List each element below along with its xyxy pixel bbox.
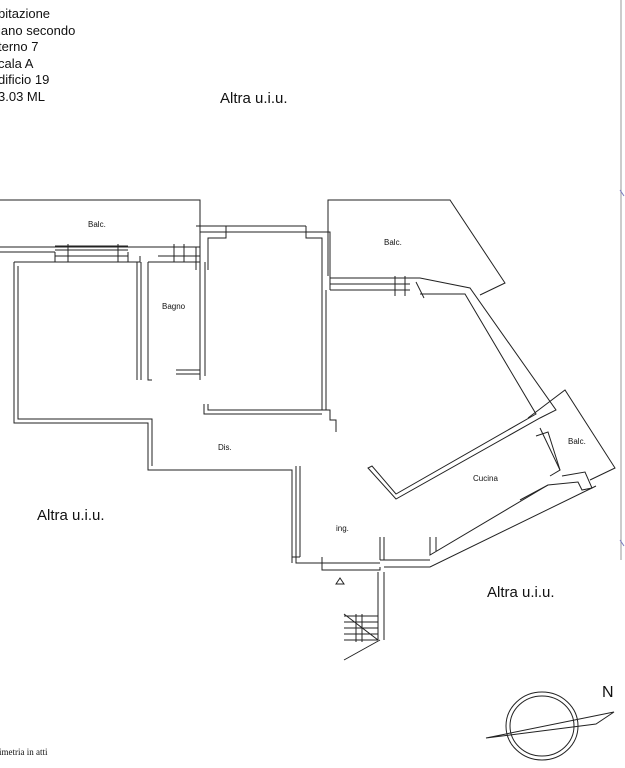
room-label-balcony-2: Balc. (384, 238, 402, 247)
room-label-balcony-1: Balc. (88, 220, 106, 229)
north-label: N (602, 684, 614, 701)
north-compass-icon (485, 691, 615, 761)
unit-info-block: bitazione iano secondo terno 7 cala A di… (0, 6, 75, 105)
footer-note: imetria in atti (0, 747, 48, 757)
info-line-6: 3.03 ML (0, 88, 45, 104)
room-label-bathroom: Bagno (162, 302, 186, 311)
balcony-1-outline (0, 199, 201, 226)
entrance-arrow-icon (335, 577, 345, 585)
info-line-4: cala A (0, 55, 34, 71)
info-line-1: bitazione (0, 6, 51, 21)
page-mark (619, 539, 625, 547)
other-unit-label-top: Altra u.i.u. (220, 90, 288, 107)
page-mark (619, 189, 625, 197)
room-label-hallway: Dis. (218, 443, 232, 452)
other-unit-label-right: Altra u.i.u. (487, 584, 555, 601)
stairs-icon (343, 572, 385, 661)
balcony-2-outline (327, 199, 506, 296)
info-line-2: iano secondo (0, 22, 76, 38)
info-line-5: dificio 19 (0, 72, 50, 87)
info-line-3: terno 7 (0, 39, 39, 54)
wall-entrance (291, 466, 381, 585)
room-label-balcony-3: Balc. (568, 437, 586, 446)
other-unit-label-left: Altra u.i.u. (37, 507, 105, 524)
wall-kitchen (379, 389, 616, 568)
room-label-entrance: ing. (336, 524, 349, 533)
wall-right-room (330, 276, 557, 500)
room-label-kitchen: Cucina (473, 474, 498, 483)
wall-middle-block (196, 225, 337, 432)
